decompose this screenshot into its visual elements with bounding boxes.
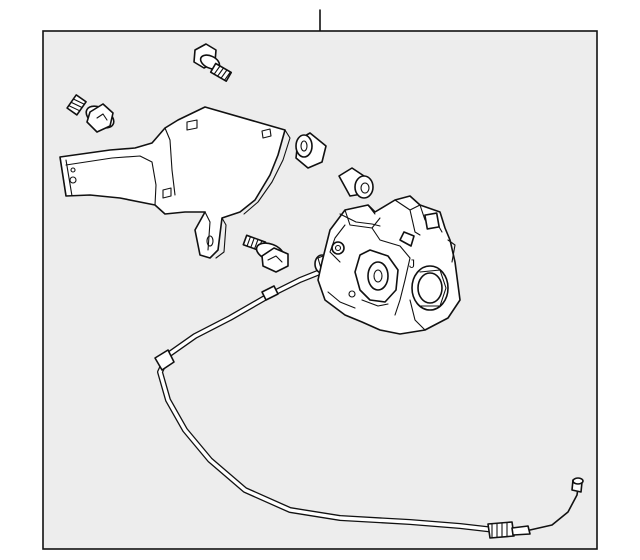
diagram-panel (42, 30, 598, 550)
part-mark-j: J (409, 257, 415, 271)
bolt-upper-center (193, 43, 233, 82)
bolt-upper-left (66, 94, 115, 133)
bolt-lower (242, 234, 289, 273)
mounting-bracket (59, 106, 291, 259)
door-latch-actuator: J (317, 195, 461, 335)
rubber-bushing (295, 132, 327, 169)
collar-spacer (338, 167, 374, 199)
